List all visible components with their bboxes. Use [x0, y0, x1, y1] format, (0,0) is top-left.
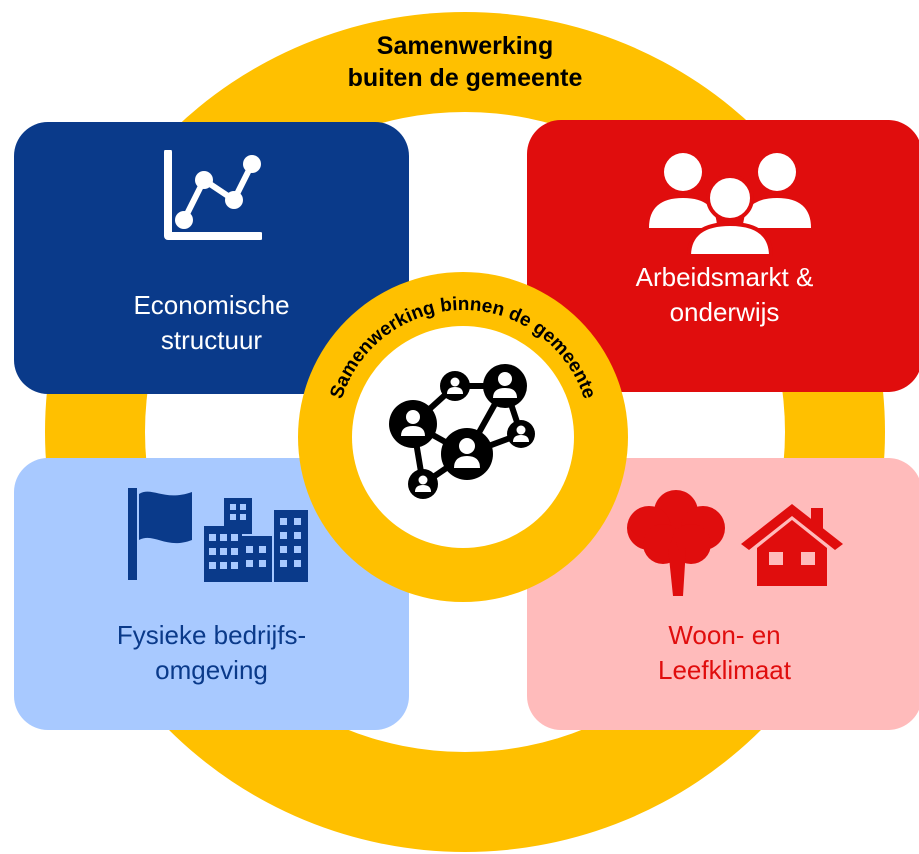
- flag-icon: [128, 488, 192, 580]
- quadrant-label: Fysieke bedrijfs- omgeving: [14, 618, 409, 688]
- quadrant-label: Economische structuur: [14, 288, 409, 358]
- quadrant-label-line2: omgeving: [155, 655, 268, 685]
- outer-title-line1: Samenwerking: [376, 32, 554, 60]
- network-node: [408, 469, 438, 499]
- outer-title: Samenwerking buiten de gemeente: [300, 30, 630, 94]
- network-node: [483, 364, 527, 408]
- quadrant-label-line2: Leefklimaat: [658, 655, 791, 685]
- network-node: [440, 371, 470, 401]
- quadrant-label: Arbeidsmarkt & onderwijs: [527, 260, 919, 330]
- quadrant-label-line2: onderwijs: [669, 297, 780, 327]
- people-network-icon: [389, 364, 535, 499]
- city-buildings-icon: [204, 498, 308, 582]
- network-node: [389, 400, 437, 448]
- network-node: [441, 428, 493, 480]
- tree-icon: [627, 490, 725, 596]
- quadrant-label-line2: structuur: [160, 325, 263, 355]
- group-people-icon: [649, 153, 811, 258]
- quadrant-label-line1: Woon- en: [668, 620, 781, 650]
- quadrant-label: Woon- en Leefklimaat: [527, 618, 919, 688]
- quadrant-label-line1: Economische: [133, 290, 290, 320]
- line-chart-icon: [164, 150, 262, 240]
- house-icon: [741, 504, 843, 586]
- quadrant-label-line1: Arbeidsmarkt &: [635, 262, 814, 292]
- outer-title-line2: buiten de gemeente: [347, 64, 583, 92]
- quadrant-fysieke-bedrijfsomgeving: Fysieke bedrijfs- omgeving: [14, 458, 409, 730]
- network-node: [507, 420, 535, 448]
- quadrant-label-line1: Fysieke bedrijfs-: [116, 620, 307, 650]
